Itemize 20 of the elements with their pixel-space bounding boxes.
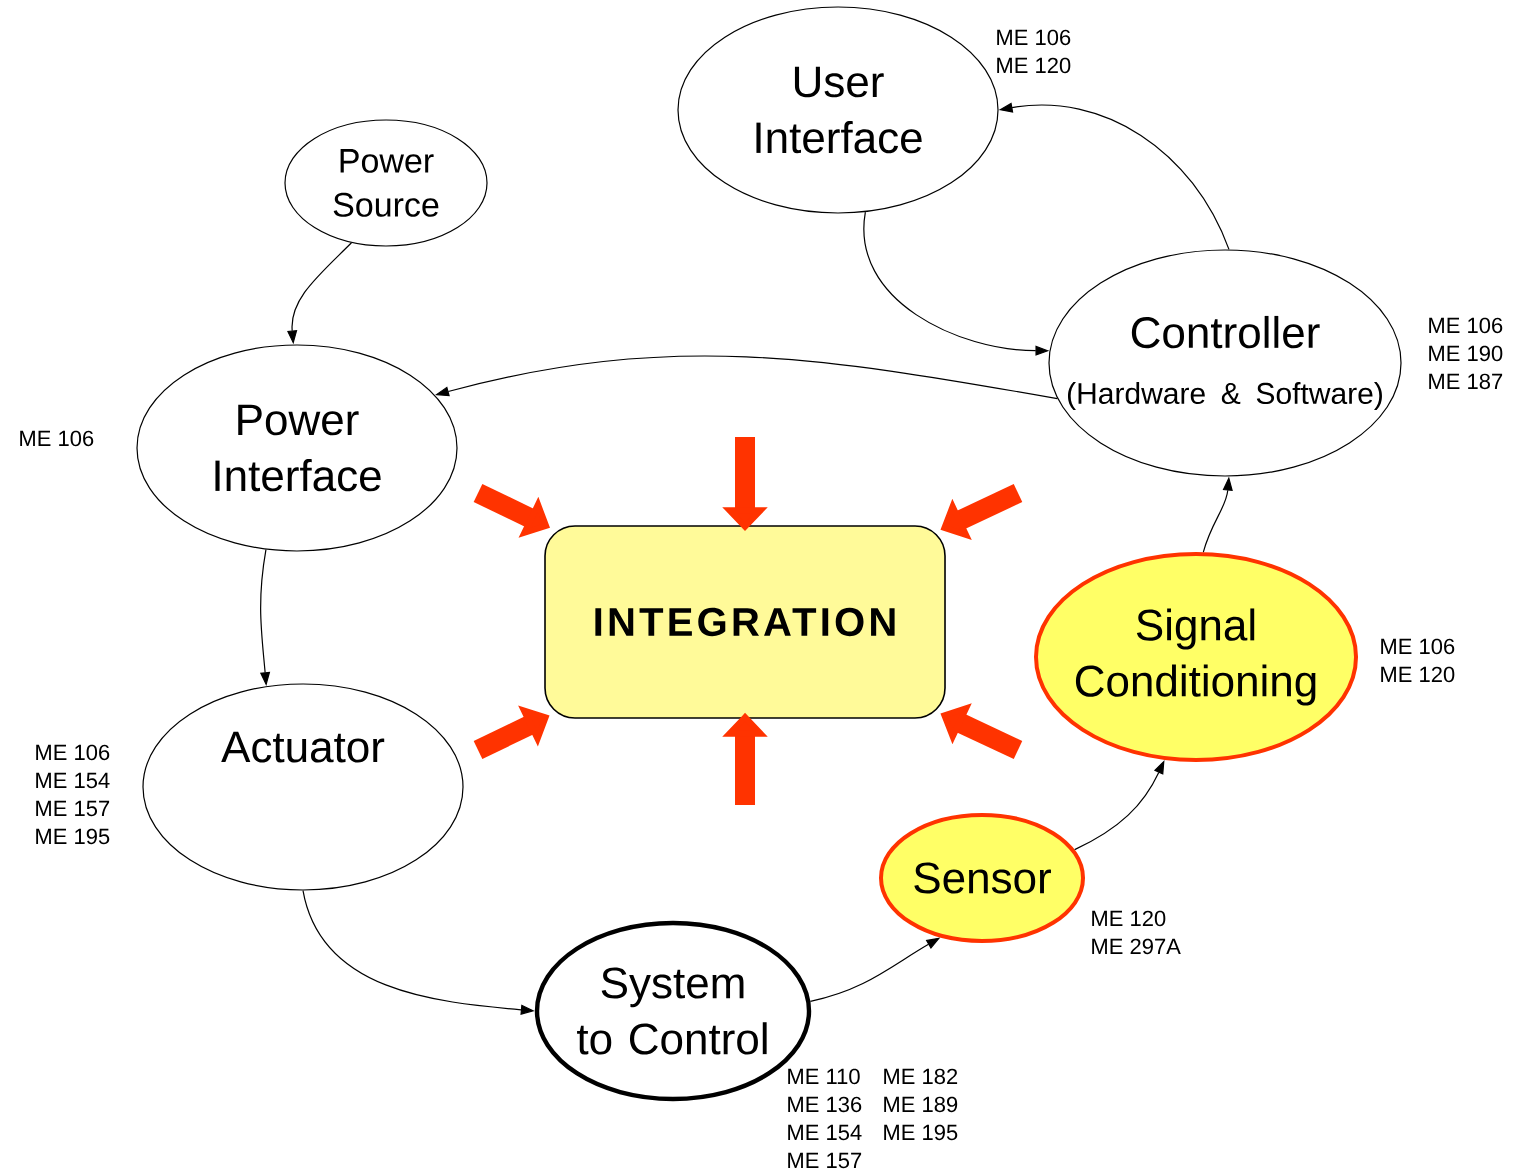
course-code: ME 120 <box>1092 910 1166 927</box>
course-code: ME 106 <box>20 430 94 447</box>
course-code: ME 195 <box>884 1124 958 1141</box>
course-code: ME 189 <box>884 1096 958 1113</box>
course-code: ME 154 <box>788 1124 862 1141</box>
course-code: ME 182 <box>884 1068 958 1085</box>
course-code: ME 106 <box>36 744 110 761</box>
course-code: ME 195 <box>36 828 110 845</box>
course-code: ME 157 <box>788 1152 862 1169</box>
course-code: ME 190 <box>1429 345 1503 362</box>
course-code: ME 106 <box>997 29 1071 46</box>
rounded-box: INTEGRATION <box>544 525 946 719</box>
course-code: ME 187 <box>1429 373 1503 390</box>
course-code: ME 154 <box>36 772 110 789</box>
course-code: ME 106 <box>1429 317 1503 334</box>
course-code: ME 106 <box>1381 638 1455 655</box>
course-code: ME 120 <box>997 57 1071 74</box>
course-code: ME 157 <box>36 800 110 817</box>
course-code: ME 120 <box>1381 666 1455 683</box>
course-code: ME 297A <box>1092 938 1181 955</box>
